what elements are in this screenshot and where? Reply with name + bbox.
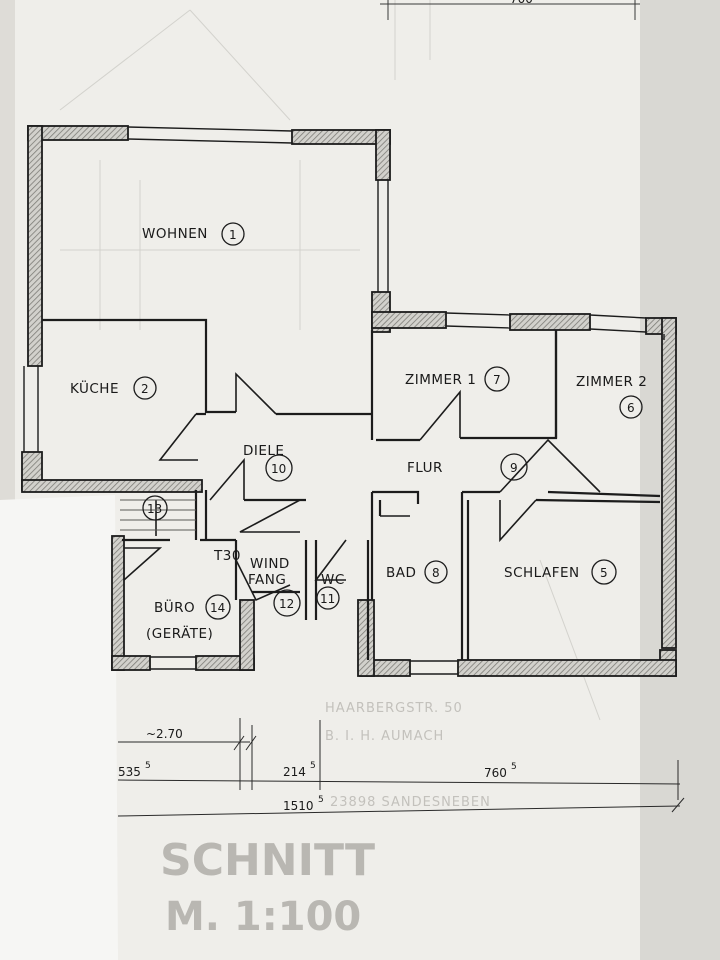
room-label-kueche: KÜCHE — [70, 379, 119, 397]
room-label-buero: BÜRO — [154, 598, 195, 616]
room-sublabel-buero: (GERÄTE) — [146, 624, 213, 642]
dimension-total-sup: 5 — [318, 795, 324, 805]
dimension-right: 760 — [484, 766, 507, 780]
top-dimension-label: 700 — [510, 0, 533, 6]
room-label-windfang-2: FANG — [248, 572, 286, 588]
room-number-circle-windfang — [273, 589, 301, 617]
dimension-total: 1510 — [283, 799, 314, 813]
bottom-dimension-lines — [117, 718, 685, 817]
room-number-stair: 13 — [147, 502, 162, 516]
room-label-wohnen: WOHNEN — [142, 226, 208, 242]
door-label-t30: T30 — [213, 548, 241, 564]
room-label-bad: BAD — [386, 565, 416, 581]
windows — [23, 126, 665, 675]
room-label-flur: FLUR — [407, 460, 443, 476]
room-number-circle-wc — [316, 586, 340, 610]
overlay-sheet — [0, 495, 118, 960]
room-number-circle-diele — [265, 454, 293, 482]
room-label-zimmer1: ZIMMER 1 — [405, 372, 476, 388]
faint-postal-text: 23898 SANDESNEBEN — [330, 795, 491, 810]
room-number-wohnen: 1 — [229, 228, 237, 242]
room-number-diele: 10 — [271, 462, 286, 476]
room-number-kueche: 2 — [141, 382, 149, 396]
room-number-circle-zimmer2 — [619, 395, 643, 419]
room-number-zimmer2: 6 — [627, 401, 635, 415]
dimension-left-sup: 5 — [145, 761, 151, 771]
room-label-wc: WC — [321, 572, 345, 588]
room-number-flur: 9 — [510, 461, 518, 475]
faint-schnitt-text: SCHNITT — [160, 835, 375, 886]
faint-street-text: HAARBERGSTR. 50 — [325, 701, 463, 716]
room-number-wc: 11 — [320, 592, 335, 606]
room-label-windfang-1: WIND — [250, 556, 290, 572]
faint-scale-text: M. 1:100 — [165, 894, 361, 940]
room-number-zimmer1: 7 — [493, 373, 501, 387]
room-label-diele: DIELE — [243, 443, 284, 459]
room-number-circle-zimmer1 — [484, 366, 510, 392]
room-number-circle-flur — [500, 453, 528, 481]
room-label-schlafen: SCHLAFEN — [504, 565, 580, 581]
top-dimension-line — [380, 0, 640, 20]
room-number-circle-buero — [205, 594, 231, 620]
dimension-right-sup: 5 — [511, 762, 517, 772]
paper-sheet — [15, 0, 640, 960]
room-number-windfang: 12 — [279, 597, 294, 611]
dimension-left: 535 — [118, 765, 141, 779]
dimension-mid: 214 — [283, 765, 306, 779]
room-number-circle-wohnen — [221, 222, 245, 246]
room-number-buero: 14 — [210, 601, 225, 615]
room-number-circle-kueche — [133, 376, 157, 400]
dimension-mid-sup: 5 — [310, 761, 316, 771]
dimension-approx-width: ~2.70 — [146, 727, 183, 741]
room-number-circle-stair — [142, 495, 168, 521]
room-number-circle-bad — [424, 560, 448, 584]
exterior-walls — [21, 125, 677, 677]
right-edge-shadow — [640, 0, 720, 960]
room-label-zimmer2: ZIMMER 2 — [576, 374, 647, 390]
room-number-bad: 8 — [432, 566, 440, 580]
faint-town-text: B. I. H. AUMACH — [325, 729, 444, 744]
room-number-circle-schlafen — [591, 559, 617, 585]
room-number-schlafen: 5 — [600, 566, 608, 580]
faint-sketch — [59, 0, 601, 721]
interior-walls — [42, 318, 661, 660]
door-swings — [123, 372, 601, 602]
